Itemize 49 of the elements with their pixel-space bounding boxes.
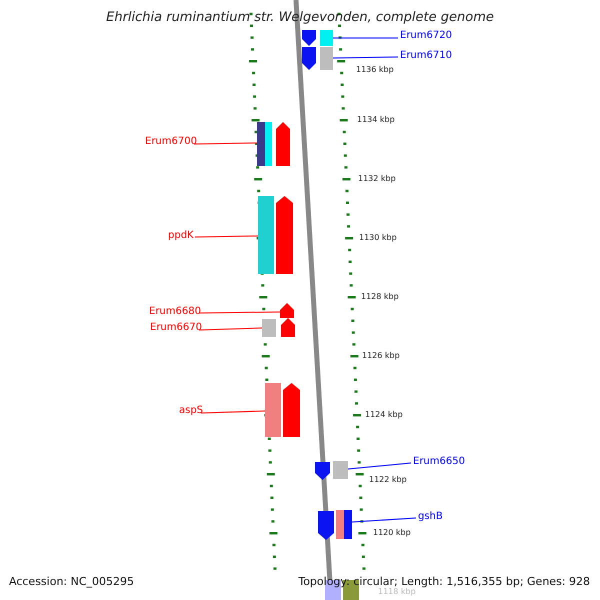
scale-label: 1130 kbp — [359, 234, 397, 242]
scale-label: 1132 kbp — [358, 175, 396, 183]
scale-label: 1118 kbp — [378, 588, 416, 596]
gene-block — [283, 383, 300, 437]
gene-block — [280, 303, 294, 318]
gene-block — [276, 196, 293, 274]
accession-text: Accession: NC_005295 — [9, 576, 134, 587]
gene-block — [344, 510, 352, 539]
gene-block — [320, 47, 333, 70]
scale-label: 1136 kbp — [356, 66, 394, 74]
scale-label: 1122 kbp — [369, 476, 407, 484]
gene-label: ppdK — [168, 231, 194, 241]
leader-line — [332, 56, 398, 58]
gene-label: Erum6680 — [149, 307, 201, 317]
title: Ehrlichia ruminantium str. Welgevonden, complete genome — [105, 11, 495, 24]
gene-label: Erum6670 — [150, 323, 202, 333]
gene-label: Erum6710 — [400, 51, 452, 61]
gene-label: Erum6720 — [400, 31, 452, 41]
leader-line — [200, 410, 266, 414]
leader-line — [352, 518, 416, 522]
gene-block — [320, 30, 333, 46]
scale-label: 1124 kbp — [365, 411, 403, 419]
gene-label: Erum6700 — [145, 137, 197, 147]
scale-label: 1134 kbp — [357, 116, 395, 124]
gene-label: aspS — [179, 406, 204, 416]
scale-label: 1126 kbp — [362, 352, 400, 360]
gene-block — [302, 30, 316, 46]
gene-block — [258, 196, 274, 274]
gene-block — [262, 319, 276, 337]
gene-label: Erum6650 — [413, 457, 465, 467]
scale-label: 1128 kbp — [361, 293, 399, 301]
gene-label: gshB — [418, 512, 443, 522]
leader-line — [198, 312, 280, 314]
genome-info-text: Topology: circular; Length: 1,516,355 bp; Genes: 928 — [298, 576, 590, 587]
leader-line — [198, 328, 262, 330]
leader-line — [348, 462, 412, 470]
gene-block — [281, 318, 295, 337]
gene-block — [333, 461, 348, 479]
leader-line — [194, 142, 258, 144]
gene-block — [336, 510, 344, 539]
gene-block — [302, 47, 316, 70]
gene-block — [265, 122, 272, 166]
leader-line — [194, 236, 258, 238]
gene-block — [265, 383, 281, 437]
gene-block — [257, 122, 265, 166]
gene-block — [276, 122, 290, 166]
scale-label: 1120 kbp — [373, 529, 411, 537]
gene-block — [315, 462, 330, 480]
gene-block — [318, 511, 334, 540]
